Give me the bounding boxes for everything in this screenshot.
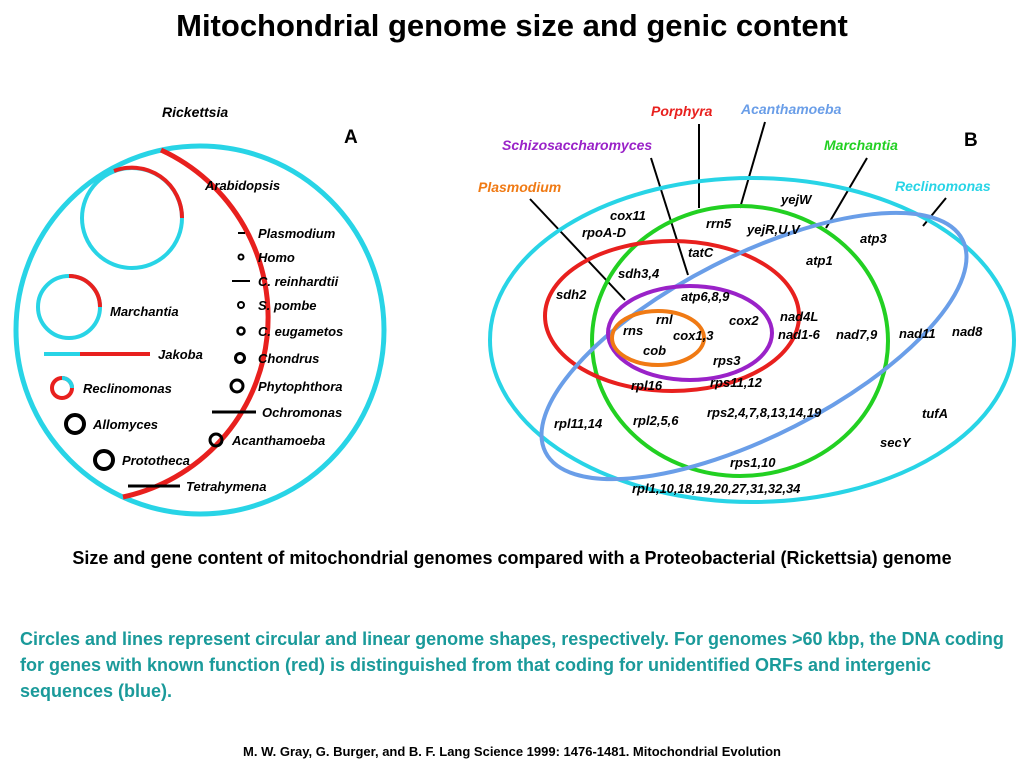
eugametos-label: C. eugametos [258, 324, 343, 339]
acanthamoeba-label: Acanthamoeba [740, 101, 842, 117]
gene-cob: cob [643, 343, 666, 358]
reclinomonas-label: Reclinomonas [83, 381, 172, 396]
arabidopsis-genome-coding [113, 165, 185, 219]
marchantia-genome-coding [68, 274, 102, 308]
acanthamoeba-genome-mark [208, 432, 224, 448]
pombe-label: S. pombe [258, 298, 317, 313]
gene-nad16: nad1-6 [778, 327, 821, 342]
homo-label: Homo [258, 250, 295, 265]
reclinomonas-set [488, 176, 1016, 504]
chondrus-genome-mark [234, 352, 246, 364]
gene-rnl: rnl [656, 312, 673, 327]
schizosaccharomyces-pointer [650, 157, 689, 276]
plasmodium-small-label: Plasmodium [258, 226, 336, 241]
chondrus-label: Chondrus [258, 351, 319, 366]
figure-caption: Size and gene content of mitochondrial g… [72, 548, 952, 568]
homo-genome-mark [237, 253, 245, 261]
acanthamoeba-pointer [739, 121, 766, 209]
schizosaccharomyces-set [606, 284, 774, 382]
porphyra-set [543, 239, 801, 393]
slide-title: Mitochondrial genome size and genic cont… [176, 8, 848, 43]
ochromonas-label: Ochromonas [262, 405, 342, 420]
gene-cox13: cox1,3 [673, 328, 714, 343]
phytophthora-label: Phytophthora [258, 379, 343, 394]
gene-cox2: cox2 [729, 313, 759, 328]
gene-rrn5: rrn5 [706, 216, 732, 231]
arabidopsis-label: Arabidopsis [204, 178, 280, 193]
gene-nad8: nad8 [952, 324, 983, 339]
plasmodium-pointer [529, 198, 626, 301]
gene-rpl1x: rpl1,10,18,19,20,27,31,32,34 [632, 481, 801, 496]
allomyces-genome-circle [64, 413, 86, 435]
gene-rpl16: rpl16 [631, 378, 663, 393]
gene-nad79: nad7,9 [836, 327, 878, 342]
jakoba-label: Jakoba [158, 347, 203, 362]
gene-atp1: atp1 [806, 253, 833, 268]
acanthamoeba-set [539, 210, 969, 482]
gene-rpoAD: rpoA-D [582, 225, 627, 240]
marchantia-set-label: Marchantia [824, 137, 898, 153]
rickettsia-genome-coding [122, 147, 271, 500]
marchantia-pointer [825, 157, 868, 229]
panel-a: A Rickettsia Arabidopsis Marchantia Jako… [13, 104, 387, 517]
pombe-genome-mark [237, 301, 245, 309]
gene-rns: rns [623, 323, 643, 338]
gene-rps2x: rps2,4,7,8,13,14,19 [707, 405, 822, 420]
marchantia-label: Marchantia [110, 304, 179, 319]
panel-b: B Porphyra Acanthamoeba Schizosaccharomy… [478, 101, 1016, 504]
gene-nad11: nad11 [899, 326, 936, 341]
genome-diagram: A Rickettsia Arabidopsis Marchantia Jako… [13, 101, 1016, 517]
gene-cox11: cox11 [610, 208, 646, 223]
gene-rpl256: rpl2,5,6 [633, 413, 679, 428]
figure-description: Circles and lines represent circular and… [20, 629, 1004, 701]
gene-rpl1114: rpl11,14 [554, 416, 603, 431]
gene-nad4L: nad4L [780, 309, 818, 324]
eugametos-genome-mark [236, 326, 246, 336]
gene-rps3: rps3 [713, 353, 741, 368]
rickettsia-genome-noncoding [13, 143, 387, 517]
gene-atp3: atp3 [860, 231, 888, 246]
panel-b-letter: B [964, 130, 978, 151]
reinhardtii-label: C. reinhardtii [258, 274, 339, 289]
gene-atp689: atp6,8,9 [681, 289, 730, 304]
gene-tufA: tufA [922, 406, 948, 421]
acanthamoeba-small-label: Acanthamoeba [231, 433, 325, 448]
gene-sdh2: sdh2 [556, 287, 587, 302]
gene-rps1112: rps11,12 [710, 375, 763, 390]
allomyces-label: Allomyces [92, 417, 158, 432]
prototheca-genome-circle [93, 449, 115, 471]
gene-secY: secY [880, 435, 912, 450]
prototheca-label: Prototheca [122, 453, 190, 468]
porphyra-label: Porphyra [651, 103, 713, 119]
plasmodium-set-label: Plasmodium [478, 179, 561, 195]
gene-rps110: rps1,10 [730, 455, 776, 470]
citation: M. W. Gray, G. Burger, and B. F. Lang Sc… [243, 744, 781, 759]
gene-sdh34: sdh3,4 [618, 266, 660, 281]
phytophthora-genome-mark [229, 378, 245, 394]
rickettsia-label: Rickettsia [162, 104, 228, 120]
panel-a-letter: A [344, 127, 358, 148]
plasmodium-set [610, 309, 706, 367]
marchantia-set [590, 204, 890, 478]
tetrahymena-label: Tetrahymena [186, 479, 266, 494]
schizosaccharomyces-label: Schizosaccharomyces [502, 137, 652, 153]
gene-yejRUV: yejR,U,V [746, 222, 801, 237]
reclinomonas-genome-noncoding [61, 376, 74, 389]
reclinomonas-set-label: Reclinomonas [895, 178, 991, 194]
gene-tatC: tatC [688, 245, 714, 260]
gene-yejW: yejW [780, 192, 813, 207]
